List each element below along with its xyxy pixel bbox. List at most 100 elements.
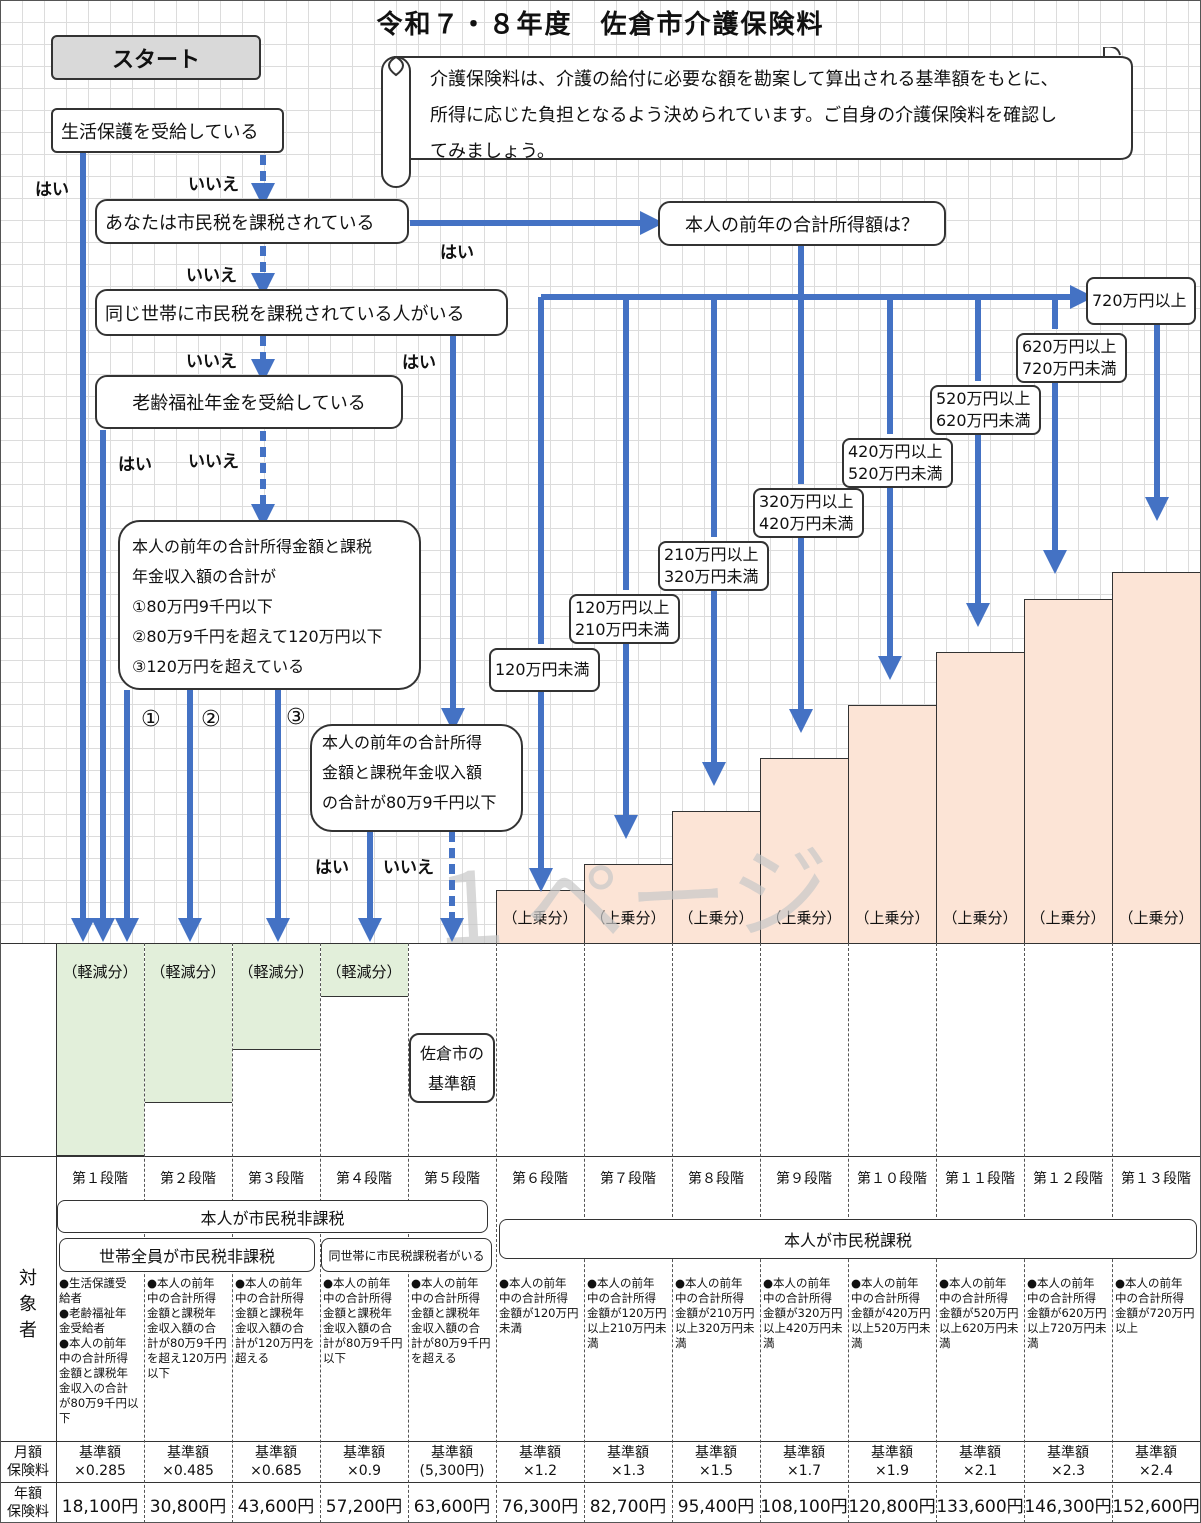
intro-line-3: てみましょう。 — [430, 141, 555, 162]
range-6-line-1: 520万円以上 — [936, 389, 1031, 408]
added-bar-8 — [672, 810, 760, 943]
monthly-3: 基準額 ×0.685 — [250, 1445, 302, 1479]
target-desc-10: ●本人の前年 中の合計所得 金額が420万円 以上520万円未 満 — [851, 1276, 931, 1350]
q5-line-4: ②80万9千円を超えて120万円以下 — [132, 627, 383, 646]
stage-label-6: 第６段階 — [512, 1171, 568, 1187]
intro-scroll — [381, 47, 1133, 188]
annual-12: 146,300円 — [1024, 1497, 1112, 1517]
added-label-13: （上乗分） — [1118, 909, 1194, 927]
yes-label-welfare: はい — [35, 180, 69, 200]
added-label-7: （上乗分） — [590, 909, 666, 927]
added-label-9: （上乗分） — [766, 909, 842, 927]
added-bar-12 — [1024, 598, 1112, 943]
q-welfare-box: 生活保護を受給している — [51, 108, 284, 153]
reduced-text-3: （軽減分） — [238, 963, 314, 981]
circle-1-label: ① — [141, 707, 161, 732]
stage-label-2: 第２段階 — [160, 1171, 216, 1187]
table-hline-2 — [0, 1482, 1201, 1483]
start-box: スタート — [51, 35, 261, 80]
target-desc-3: ●本人の前年 中の合計所得 金額と課税年 金収入額の合 計が120万円を 超える — [235, 1276, 315, 1365]
q6-line-1: 本人の前年の合計所得 — [322, 733, 483, 752]
intro-text: 介護保険料は、介護の給付に必要な額を勘案して算出される基準額をもとに、 所得に応… — [430, 62, 1059, 170]
range-4-line-2: 420万円未満 — [759, 514, 854, 533]
reduced-fill-3 — [233, 944, 320, 1050]
range-7-line-2: 720万円未満 — [1022, 359, 1117, 378]
range-5-line-1: 420万円以上 — [848, 442, 943, 461]
no-label-taxed: いいえ — [186, 266, 237, 286]
table-hline-0 — [0, 1156, 1201, 1157]
group-taxed-bar: 本人が市民税課税 — [499, 1219, 1197, 1259]
q6-line-2: 金額と課税年金収入額 — [322, 763, 483, 782]
added-label-10: （上乗分） — [854, 909, 930, 927]
target-label: 対 象 者 — [17, 1266, 39, 1344]
monthly-6: 基準額 ×1.2 — [519, 1445, 561, 1479]
added-label-11: （上乗分） — [942, 909, 1018, 927]
circle-2-label: ② — [201, 707, 221, 732]
target-char-2: 象 — [19, 1294, 37, 1315]
added-label-6: （上乗分） — [502, 909, 578, 927]
no-label-809: いいえ — [383, 858, 434, 878]
range-box-4: 320万円以上 420万円未満 — [753, 488, 864, 538]
yes-label-household: はい — [402, 353, 436, 373]
table-vline-1 — [232, 943, 233, 1523]
intro-line-1: 介護保険料は、介護の給付に必要な額を勘案して算出される基準額をもとに、 — [430, 69, 1059, 90]
target-desc-8: ●本人の前年 中の合計所得 金額が210万円 以上320万円未 満 — [675, 1276, 755, 1350]
target-desc-5: ●本人の前年 中の合計所得 金額と課税年 金収入額の合 計が80万9千円 を超え… — [411, 1276, 491, 1365]
base-label-line-1: 佐倉市の — [419, 1044, 484, 1063]
range-6-line-2: 620万円未満 — [936, 411, 1031, 430]
annual-1: 18,100円 — [61, 1497, 139, 1517]
annual-8: 95,400円 — [677, 1497, 755, 1517]
range-3-line-2: 320万円未満 — [664, 567, 759, 586]
stage-label-12: 第１２段階 — [1033, 1171, 1103, 1187]
yes-label-pension: はい — [118, 455, 152, 475]
q-income-box: 本人の前年の合計所得額は？ — [658, 201, 946, 246]
q6-line-3: の合計が80万9千円以下 — [322, 793, 497, 812]
stage-label-1: 第１段階 — [72, 1171, 128, 1187]
added-label-8: （上乗分） — [678, 909, 754, 927]
stage-label-7: 第７段階 — [600, 1171, 656, 1187]
range-4-line-1: 320万円以上 — [759, 492, 854, 511]
range-1-line-1: 120万円未満 — [495, 660, 590, 679]
stage-label-5: 第５段階 — [424, 1171, 480, 1187]
monthly-4: 基準額 ×0.9 — [343, 1445, 385, 1479]
base-label-line-2: 基準額 — [427, 1074, 476, 1093]
stage-label-11: 第１１段階 — [945, 1171, 1015, 1187]
stage-label-10: 第１０段階 — [857, 1171, 927, 1187]
circle-3-label: ③ — [286, 705, 306, 730]
intro-line-2: 所得に応じた負担となるよう決められています。ご自身の介護保険料を確認し — [430, 105, 1058, 126]
q5-line-5: ③120万円を超えている — [132, 657, 305, 676]
target-desc-13: ●本人の前年 中の合計所得 金額が720万円 以上 — [1115, 1276, 1195, 1335]
table-vline-4 — [496, 943, 497, 1523]
reduced-fill-1 — [57, 944, 144, 1156]
annual-7: 82,700円 — [589, 1497, 667, 1517]
no-label-welfare: いいえ — [188, 175, 239, 195]
added-bar-9 — [760, 757, 848, 943]
q-income-three-box: 本人の前年の合計所得金額と課税 年金収入額の合計が ①80万円9千円以下 ②80… — [118, 520, 421, 690]
no-label-pension: いいえ — [188, 452, 239, 472]
target-char-1: 対 — [19, 1268, 37, 1289]
added-bar-11 — [936, 651, 1024, 943]
annual-11: 133,600円 — [936, 1497, 1024, 1517]
q-income-809-box: 本人の前年の合計所得 金額と課税年金収入額 の合計が80万9千円以下 — [310, 724, 523, 832]
range-8-line-1: 720万円以上 — [1092, 291, 1187, 310]
reduced-text-1: （軽減分） — [62, 963, 138, 981]
target-char-3: 者 — [19, 1320, 37, 1341]
page-title: 令和７・８年度 佐倉市介護保険料 — [376, 10, 825, 40]
monthly-10: 基準額 ×1.9 — [871, 1445, 913, 1479]
group-household-has-bar: 同世帯に市民税課税者がいる — [321, 1238, 492, 1272]
annual-9: 108,100円 — [760, 1497, 848, 1517]
table-vline-2 — [320, 943, 321, 1523]
annual-6: 76,300円 — [501, 1497, 579, 1517]
target-desc-2: ●本人の前年 中の合計所得 金額と課税年 金収入額の合 計が80万9千円 を超え… — [147, 1276, 227, 1380]
no-label-household: いいえ — [186, 352, 237, 372]
monthly-8: 基準額 ×1.5 — [695, 1445, 737, 1479]
annual-2: 30,800円 — [149, 1497, 227, 1517]
stage-label-9: 第９段階 — [776, 1171, 832, 1187]
reduced-fill-2 — [145, 944, 232, 1103]
range-box-6: 520万円以上 620万円未満 — [930, 385, 1041, 435]
range-box-8: 720万円以上 — [1086, 277, 1196, 325]
monthly-12: 基準額 ×2.3 — [1047, 1445, 1089, 1479]
